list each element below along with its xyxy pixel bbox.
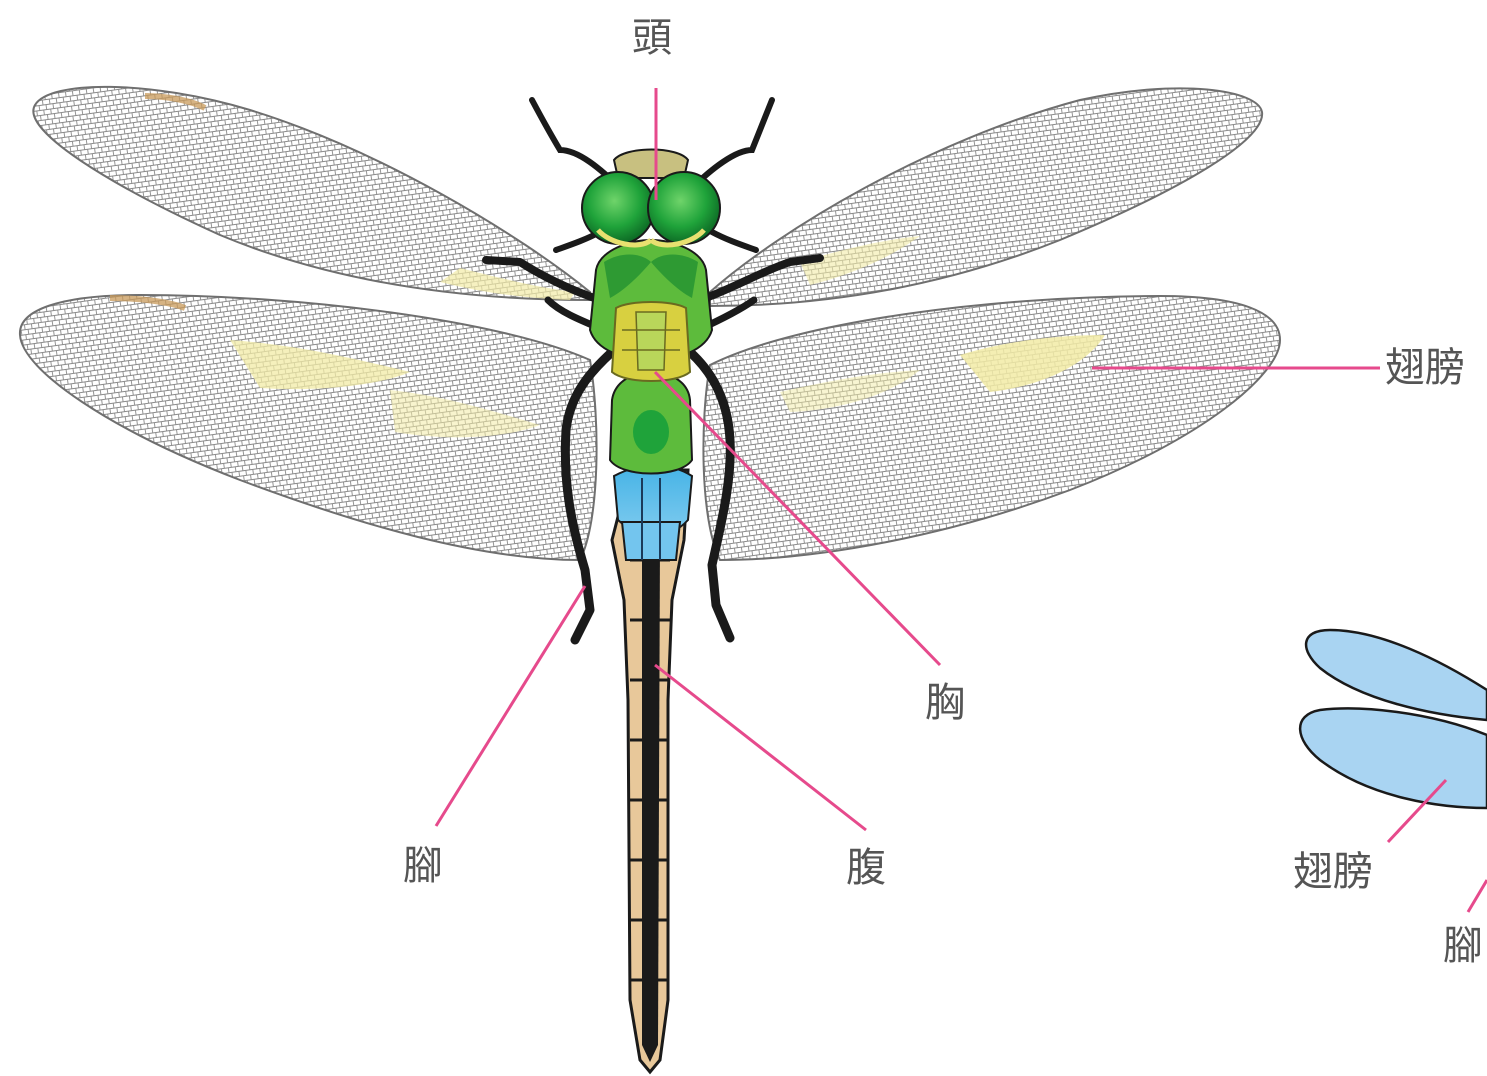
label-leg: 腳 bbox=[403, 846, 443, 886]
label-inset-wing: 翅膀 bbox=[1293, 852, 1373, 892]
right-hindwing bbox=[703, 296, 1280, 560]
left-hindwing bbox=[20, 295, 597, 560]
leader-line-abdomen bbox=[655, 665, 866, 830]
leader-line-small-leg bbox=[1468, 880, 1487, 912]
head bbox=[582, 150, 720, 245]
right-forewing bbox=[710, 88, 1262, 306]
label-abdomen: 腹 bbox=[846, 848, 886, 888]
label-wing: 翅膀 bbox=[1385, 348, 1465, 388]
abdomen bbox=[612, 466, 692, 1073]
label-thorax: 胸 bbox=[925, 683, 965, 723]
label-inset-leg: 腳 bbox=[1443, 926, 1483, 966]
inset-wing-sketch bbox=[1300, 630, 1487, 808]
left-forewing bbox=[33, 87, 590, 300]
label-head: 頭 bbox=[632, 18, 672, 58]
leader-line-leg bbox=[436, 586, 585, 826]
